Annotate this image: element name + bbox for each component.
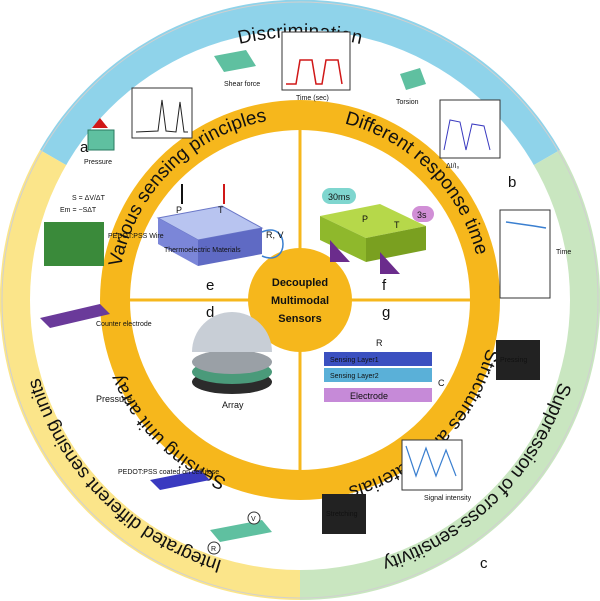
panel-e-t-label: T <box>218 205 224 215</box>
panel-f-fast-label: 30ms <box>328 192 351 202</box>
panel-c-em-eq: Em = −SΔT <box>60 207 97 214</box>
panel-g-c-label: C <box>438 378 445 388</box>
panel-b-signal-label: Signal intensity <box>424 495 472 502</box>
panel-b-stretching-label: Stretching <box>326 511 358 518</box>
panel-a-illustration: Pressure Shear force Time (sec) Torsion … <box>84 31 501 170</box>
panel-a-plot3 <box>439 99 501 159</box>
center-line-2: Multimodal <box>271 295 329 307</box>
panel-e-materials-label: Thermoelectric Materials <box>164 247 241 254</box>
panel-f-illustration: 30ms 3s P T <box>320 188 434 274</box>
panel-letter-g: g <box>382 304 390 321</box>
panel-c-s-eq: S = ΔV/ΔT <box>72 195 106 202</box>
panel-b-plot1 <box>499 209 551 299</box>
panel-a-time-label: Time (sec) <box>296 95 329 102</box>
panel-a-delta-label: ΔI/I₀ <box>446 163 460 170</box>
panel-letter-a: a <box>80 139 89 156</box>
center-circle <box>248 248 352 352</box>
panel-c-pedot-wire-label: PEDOT:PSS Wire <box>108 233 164 240</box>
panel-letter-e: e <box>206 277 214 294</box>
slow-badge <box>412 206 434 222</box>
panel-b-pressing-label: Pressing <box>500 357 527 364</box>
panel-a-shear-label: Shear force <box>224 81 260 88</box>
panel-c-counter-label: Counter electrode <box>96 321 152 328</box>
panel-g-electrode-label: Electrode <box>350 391 388 401</box>
fast-badge <box>322 188 356 204</box>
panel-letter-c: c <box>480 555 488 572</box>
panel-f-t-label: T <box>394 220 400 230</box>
center-line-1: Decoupled <box>272 277 328 289</box>
panel-g-illustration: R Sensing Layer1 Sensing Layer2 Electrod… <box>324 338 445 402</box>
panel-c-pressure-label: Pressure <box>96 394 132 404</box>
stretching-photo <box>322 494 366 534</box>
panel-b-time-label: Time <box>556 249 571 256</box>
center-line-3: Sensors <box>278 313 321 325</box>
panel-d-illustration: Array <box>192 312 272 410</box>
panel-c-illustration: S = ΔV/ΔT Em = −SΔT PEDOT:PSS Wire Count… <box>40 195 272 555</box>
panel-f-slow-label: 3s <box>417 210 427 220</box>
panel-e-rv-label: R, V <box>266 230 284 240</box>
panel-letter-b: b <box>508 174 516 191</box>
panel-a-torsion-label: Torsion <box>396 99 419 106</box>
panel-c-cellulose-label: PEDOT:PSS coated on cellulose <box>118 469 219 476</box>
pressing-photo <box>496 340 540 380</box>
panel-f-p-label: P <box>362 214 368 224</box>
panel-letter-d: d <box>206 304 214 321</box>
panel-a-plot1 <box>131 87 193 139</box>
panel-e-p-label: P <box>176 205 182 215</box>
panel-c-r-label: R <box>211 546 216 553</box>
panel-g-layer2-label: Sensing Layer2 <box>330 373 379 380</box>
panel-a-pressure-label: Pressure <box>84 159 112 166</box>
panel-e-illustration: P T Thermoelectric Materials R, V <box>156 184 284 266</box>
panel-letter-f: f <box>382 277 387 294</box>
panel-g-layer1-label: Sensing Layer1 <box>330 357 379 364</box>
panel-c-v-label: V <box>251 516 256 523</box>
pedot-wire-board <box>44 222 104 266</box>
panel-d-array-label: Array <box>222 400 244 410</box>
panel-g-r-label: R <box>376 338 383 348</box>
panel-b-illustration: Time Pressing Stretching Signal intensit… <box>322 209 571 534</box>
